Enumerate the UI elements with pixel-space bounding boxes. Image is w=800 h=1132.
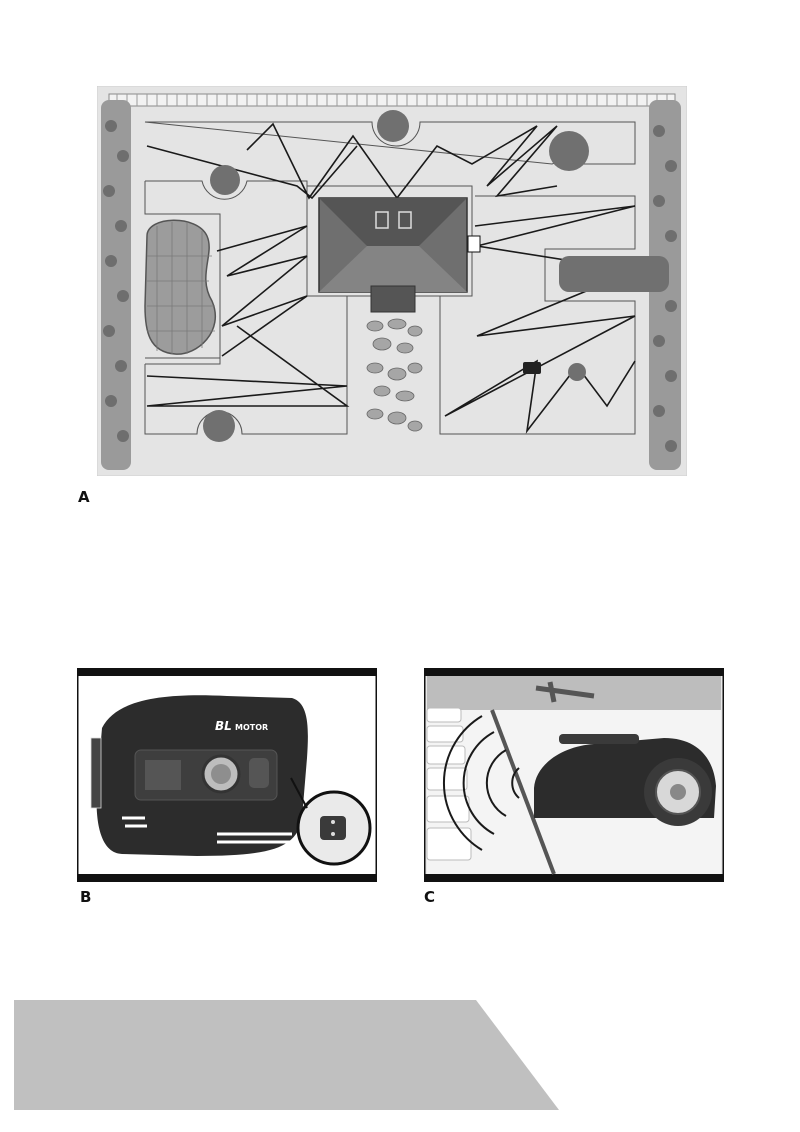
figure-c-mower-sensor: [424, 668, 724, 882]
footer-band-shape: [14, 1000, 559, 1110]
side-decal: [90, 737, 102, 809]
swimming-pool: [144, 219, 217, 355]
figure-label-c: C: [424, 888, 436, 906]
boundary-line: [490, 709, 556, 875]
garden-plan-illustration: [97, 86, 687, 476]
footer-gray-band: [14, 1000, 559, 1110]
figure-label-a: A: [78, 488, 90, 506]
bl-logo: BL: [215, 719, 232, 733]
house: [318, 197, 468, 313]
shrubs: [203, 110, 669, 442]
fence: [108, 93, 676, 107]
sensor-waves: [442, 715, 520, 851]
figure-a-garden-layout: [97, 86, 687, 476]
charging-station: [467, 235, 481, 253]
stepping-stones: [366, 318, 423, 432]
figure-b-mower-top: BL MOTOR: [77, 668, 377, 882]
robot-mower: [523, 362, 541, 374]
figure-label-b: B: [80, 888, 92, 906]
body-stripes: [122, 816, 292, 844]
paving-tiles: [426, 707, 472, 861]
mower-side-illustration: [424, 668, 724, 882]
charging-connector: [320, 816, 346, 840]
stop-button-panel: [249, 758, 269, 788]
hedge-left: [101, 100, 131, 470]
display-keypad: [145, 760, 181, 790]
motor-label: MOTOR: [235, 723, 268, 732]
mower-top-illustration: BL MOTOR: [77, 668, 377, 882]
